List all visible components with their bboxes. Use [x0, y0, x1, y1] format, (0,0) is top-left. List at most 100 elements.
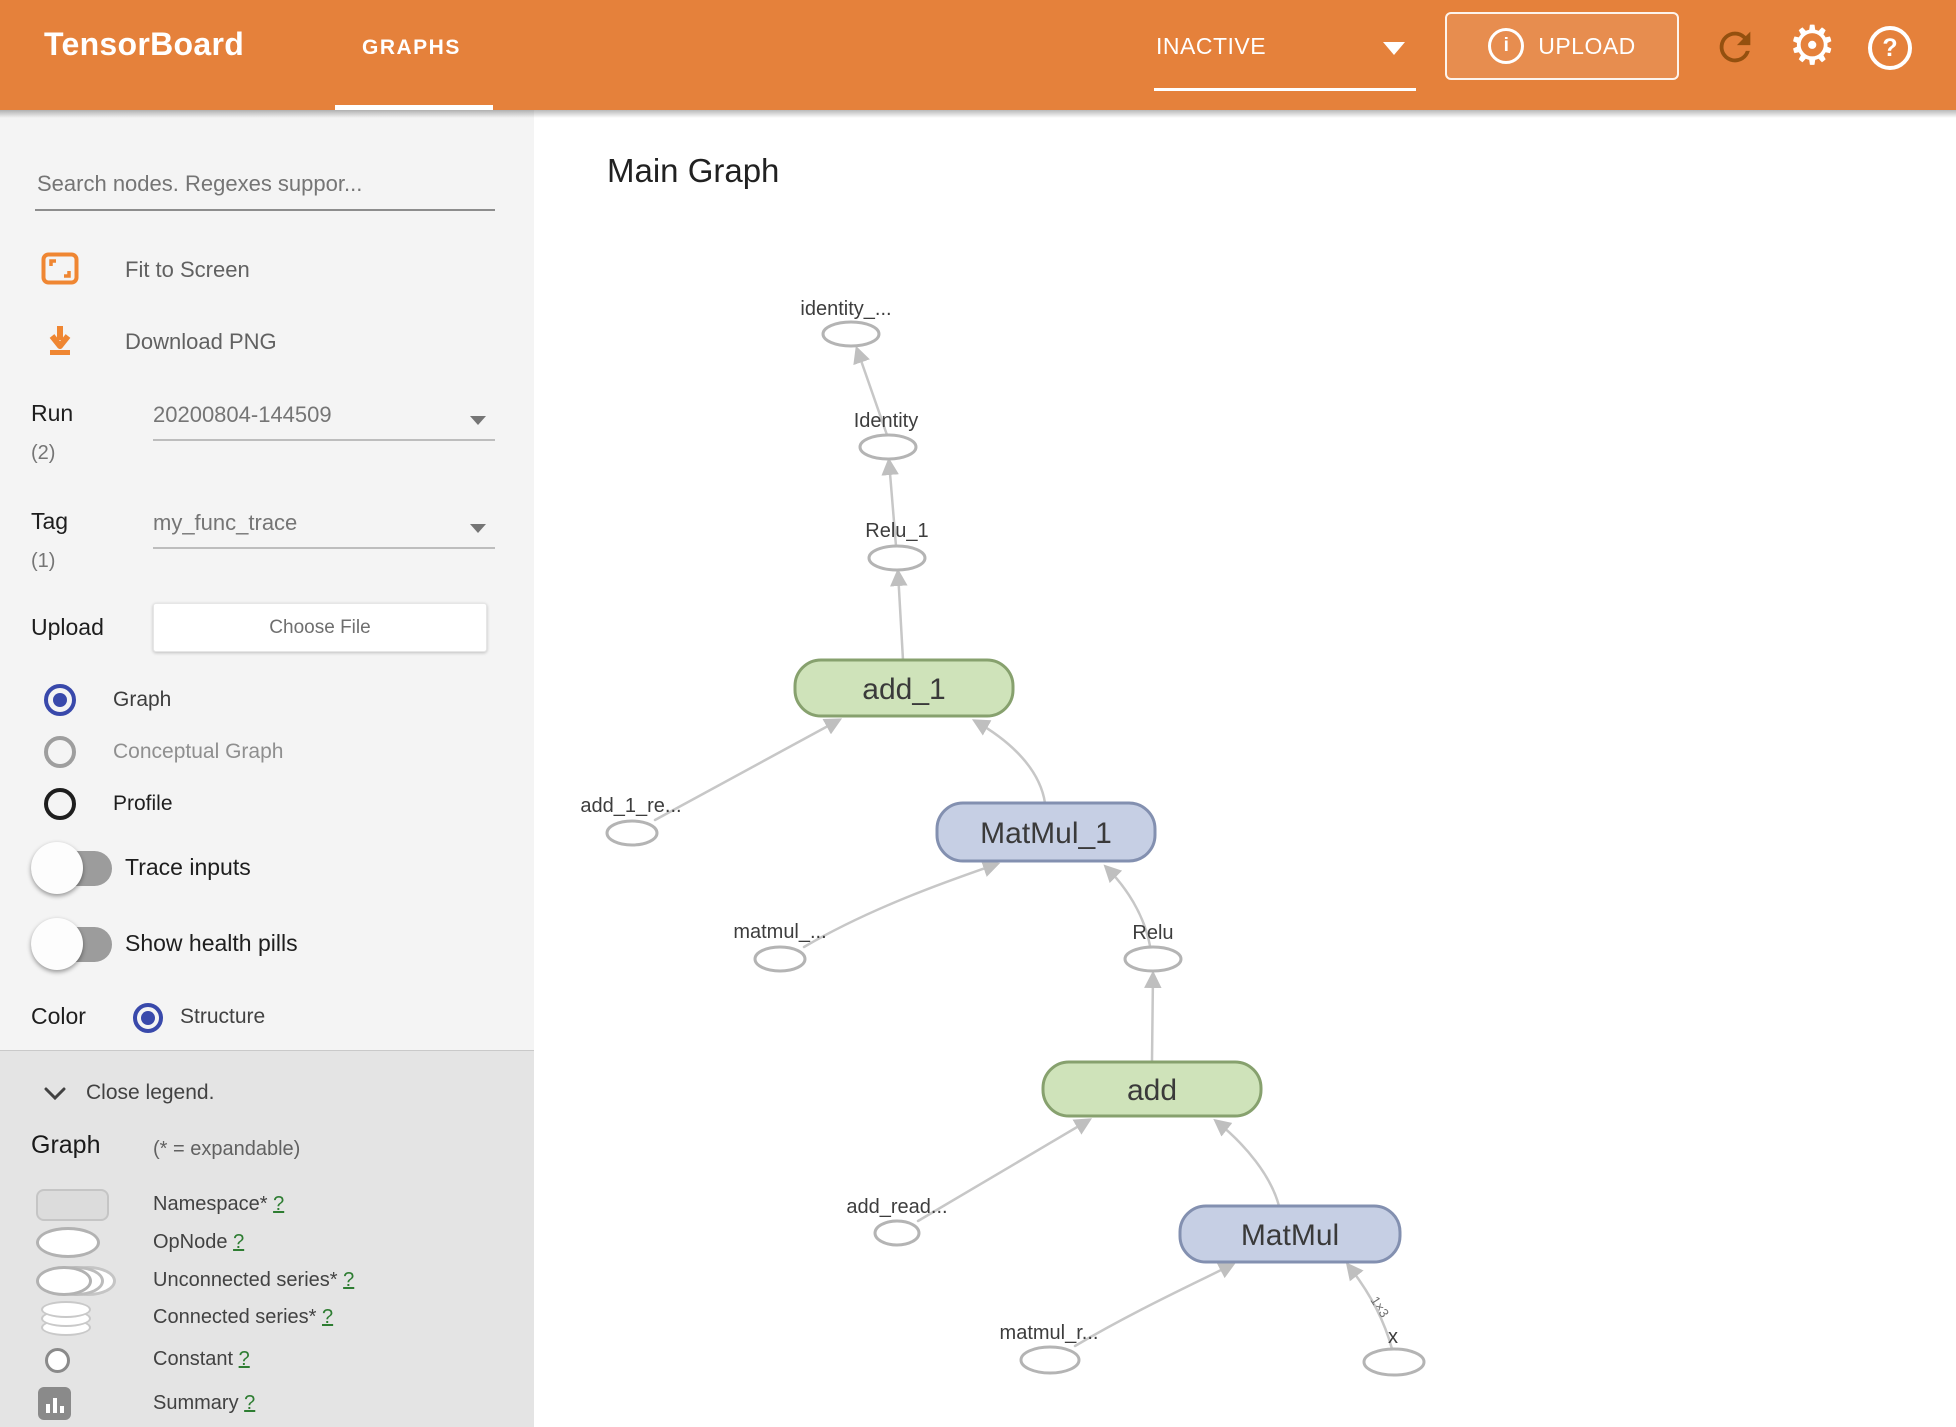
legend-item-label: Namespace*: [153, 1193, 268, 1215]
graph-edge: [853, 345, 889, 437]
tag-count: (1): [31, 550, 56, 572]
namespace-swatch: [36, 1189, 109, 1221]
radio-profile[interactable]: Profile: [44, 788, 173, 820]
legend-item-connected-series: Connected series* ?: [153, 1306, 333, 1329]
node-Relu_1[interactable]: Relu_1: [865, 520, 929, 572]
status-dropdown[interactable]: INACTIVE: [1156, 33, 1267, 59]
node-matmul_r[interactable]: matmul_r...: [1000, 1322, 1099, 1375]
node-add_1_re[interactable]: add_1_re...: [580, 795, 682, 847]
page-title: Main Graph: [607, 152, 780, 189]
svg-text:add_read...: add_read...: [846, 1196, 947, 1218]
chevron-down-icon: [44, 1087, 66, 1100]
radio-profile-label: Profile: [113, 792, 173, 815]
close-legend-label: Close legend.: [86, 1081, 215, 1104]
help-link[interactable]: ?: [238, 1348, 250, 1370]
info-icon: i: [1488, 28, 1525, 64]
tag-label: Tag: [31, 508, 69, 534]
choose-file-button[interactable]: Choose File: [153, 603, 487, 652]
radio-conceptual-graph-label: Conceptual Graph: [113, 740, 284, 763]
radio-graph-label: Graph: [113, 688, 172, 711]
radio-conceptual-graph[interactable]: Conceptual Graph: [44, 736, 283, 768]
summary-swatch: [38, 1387, 71, 1420]
graph-edge: [971, 719, 1047, 805]
svg-text:matmul_...: matmul_...: [733, 921, 826, 943]
radio-color-structure[interactable]: [133, 1003, 163, 1033]
legend-item-summary: Summary ?: [153, 1392, 255, 1415]
svg-text:add_1: add_1: [862, 673, 945, 706]
radio-circle-icon: [44, 788, 76, 820]
radio-circle-icon: [44, 736, 76, 768]
graph-svg: 1×3identity_...IdentityRelu_1add_1_re...…: [580, 298, 1426, 1377]
fit-to-screen-button[interactable]: Fit to Screen: [125, 257, 250, 282]
node-Relu[interactable]: Relu: [1123, 922, 1183, 973]
app-header: TensorBoard GRAPHS INACTIVE i UPLOAD ⚙ ?: [0, 0, 1956, 110]
legend-item-label: Constant: [153, 1348, 234, 1370]
show-health-pills-toggle-knob[interactable]: [31, 918, 83, 970]
help-link[interactable]: ?: [244, 1392, 256, 1414]
app-title: TensorBoard: [44, 26, 245, 62]
svg-text:identity_...: identity_...: [800, 298, 891, 320]
svg-text:Relu: Relu: [1132, 922, 1173, 944]
legend-item-constant: Constant ?: [153, 1348, 250, 1371]
node-add_read[interactable]: add_read...: [846, 1196, 948, 1247]
unconnected-series-swatch-front: [36, 1266, 92, 1296]
color-structure-label: Structure: [180, 1005, 266, 1028]
upload-button[interactable]: i UPLOAD: [1445, 12, 1679, 80]
node-MatMul[interactable]: MatMul: [1178, 1204, 1402, 1264]
tag-select[interactable]: my_func_trace: [153, 510, 298, 535]
trace-inputs-toggle-knob[interactable]: [31, 842, 83, 894]
help-link[interactable]: ?: [233, 1231, 245, 1253]
help-link[interactable]: ?: [322, 1306, 334, 1328]
connected-series-swatch-1: [41, 1301, 91, 1318]
download-png-button[interactable]: Download PNG: [125, 329, 277, 354]
refresh-icon[interactable]: [1712, 24, 1758, 70]
search-underline: [35, 209, 495, 211]
graph-edge: [802, 860, 1001, 949]
node-MatMul_1[interactable]: MatMul_1: [935, 801, 1157, 863]
svg-text:add_1_re...: add_1_re...: [580, 795, 681, 817]
graph-edge: [1144, 970, 1162, 1063]
show-health-pills-label: Show health pills: [125, 930, 298, 956]
search-input[interactable]: [35, 170, 497, 198]
graph-edge: [1345, 1262, 1394, 1351]
legend-item-opnode: OpNode ?: [153, 1231, 244, 1254]
legend-heading-note: (* = expandable): [153, 1138, 301, 1160]
tag-select-caret-icon[interactable]: [470, 524, 486, 533]
node-add[interactable]: add: [1041, 1060, 1263, 1118]
node-x[interactable]: x: [1362, 1326, 1426, 1377]
tab-active-underline: [335, 105, 493, 110]
help-link[interactable]: ?: [343, 1269, 355, 1291]
run-select[interactable]: 20200804-144509: [153, 402, 332, 427]
svg-text:Relu_1: Relu_1: [865, 520, 928, 542]
tab-graphs[interactable]: GRAPHS: [362, 36, 461, 59]
legend-panel: Close legend. Graph (* = expandable) Nam…: [0, 1050, 534, 1427]
run-select-caret-icon[interactable]: [470, 416, 486, 425]
graph-edge: [890, 568, 908, 662]
legend-item-label: Unconnected series*: [153, 1269, 338, 1291]
graph-edge: [881, 457, 899, 548]
status-dropdown-underline: [1154, 88, 1416, 91]
settings-gear-icon[interactable]: ⚙: [1788, 14, 1837, 77]
close-legend-button[interactable]: Close legend.: [44, 1081, 214, 1105]
graph-edge: [1103, 864, 1152, 948]
svg-text:matmul_r...: matmul_r...: [1000, 1322, 1099, 1344]
node-identity_out[interactable]: identity_...: [800, 298, 892, 348]
radio-graph[interactable]: Graph: [44, 684, 171, 716]
header-shadow: [0, 110, 1956, 118]
download-icon[interactable]: [41, 322, 79, 360]
help-icon[interactable]: ?: [1868, 26, 1912, 70]
legend-heading: Graph: [31, 1131, 101, 1159]
color-label: Color: [31, 1003, 86, 1029]
help-link[interactable]: ?: [273, 1193, 285, 1215]
graph-edge: [653, 718, 843, 822]
node-matmul_[interactable]: matmul_...: [733, 921, 827, 973]
node-add_1[interactable]: add_1: [793, 658, 1015, 718]
node-Identity[interactable]: Identity: [854, 410, 918, 461]
status-dropdown-caret-icon[interactable]: [1383, 42, 1405, 55]
run-count: (2): [31, 442, 56, 464]
fit-to-screen-icon[interactable]: [41, 252, 79, 286]
svg-text:add: add: [1127, 1074, 1177, 1107]
legend-item-label: Summary: [153, 1392, 239, 1414]
upload-label: Upload: [31, 614, 104, 640]
